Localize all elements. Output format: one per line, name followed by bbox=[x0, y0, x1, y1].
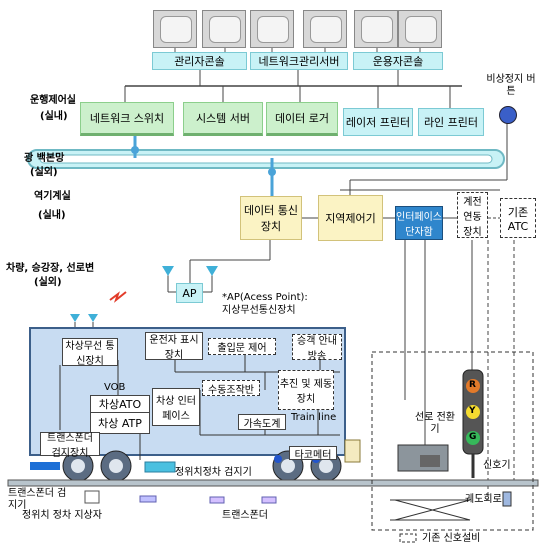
monitor-icon bbox=[153, 10, 197, 48]
system-server: 시스템 서버 bbox=[183, 102, 263, 136]
door-control: 출입문 제어 bbox=[208, 338, 276, 355]
train-line-label: Train line bbox=[291, 412, 337, 423]
manual-panel: 수동조작반 bbox=[202, 380, 260, 396]
interlocking-label: 계전 연동 장치 bbox=[463, 196, 482, 238]
data-comm-label: 데이터 통신장치 bbox=[243, 204, 299, 233]
system-server-label: 시스템 서버 bbox=[195, 112, 251, 125]
vob-label: VOB bbox=[104, 382, 126, 393]
onboard-ato-label: 차상ATO bbox=[98, 398, 142, 411]
access-point: AP bbox=[176, 283, 203, 303]
monitor-icon bbox=[398, 10, 442, 48]
signal-lamp-red: R bbox=[469, 380, 476, 390]
stop-wayside-label: 정위치 정차 지상자 bbox=[22, 510, 102, 521]
line-printer: 라인 프린터 bbox=[418, 108, 484, 136]
region-indoor-1: (실내) bbox=[40, 111, 68, 122]
onboard-radio-label: 차상무선 통신장치 bbox=[65, 341, 115, 367]
emergency-stop-button-icon bbox=[499, 106, 517, 124]
transponder-ground-label: 트랜스폰더 검지기 bbox=[8, 488, 67, 511]
stop-detector-label: 정위치정차 검지기 bbox=[175, 467, 252, 478]
monitor-icon bbox=[354, 10, 398, 48]
data-logger-label: 데이터 로거 bbox=[274, 112, 330, 125]
interface-terminal-label: 인터페이스 단자함 bbox=[396, 212, 442, 238]
passenger-info: 승객 안내방송 bbox=[292, 334, 342, 362]
network-manager-server: 네트워크관리서버 bbox=[250, 52, 348, 70]
region-fiber-backbone: 광 백본망 bbox=[24, 153, 65, 164]
onboard-atp: 차상 ATP bbox=[90, 412, 150, 434]
tachometer-label: 타코메터 bbox=[294, 449, 332, 461]
monitor-icon bbox=[303, 10, 347, 48]
laser-printer-label: 레이저 프린터 bbox=[345, 116, 411, 129]
network-manager-label: 네트워크관리서버 bbox=[258, 55, 340, 68]
region-outdoor-2: (실외) bbox=[34, 277, 62, 288]
line-printer-label: 라인 프린터 bbox=[423, 116, 479, 129]
passenger-info-label: 승객 안내방송 bbox=[297, 336, 337, 362]
transponder-detector: 트랜스폰더 검지장치 bbox=[40, 432, 100, 459]
onboard-atp-label: 차상 ATP bbox=[98, 417, 142, 430]
laser-printer: 레이저 프린터 bbox=[343, 108, 413, 136]
data-logger: 데이터 로거 bbox=[266, 102, 338, 136]
onboard-interface-label: 차상 인터 페이스 bbox=[156, 396, 196, 422]
manager-console: 관리자콘솔 bbox=[152, 52, 247, 70]
zone-controller: 지역제어기 bbox=[318, 195, 383, 241]
region-station-room: 역기계실 bbox=[34, 191, 71, 202]
existing-atc: 기존 ATC bbox=[500, 198, 536, 238]
tachometer: 타코메터 bbox=[289, 446, 337, 461]
accelerometer: 가속도계 bbox=[238, 414, 286, 430]
track-circuit-label: 궤도회로 bbox=[465, 494, 502, 505]
transponder-detector-label: 트랜스폰더 검지장치 bbox=[47, 433, 93, 459]
emergency-stop-label: 비상정지 버튼 bbox=[486, 74, 536, 97]
onboard-radio: 차상무선 통신장치 bbox=[62, 338, 118, 367]
point-machine-label: 선로 전환기 bbox=[415, 412, 455, 435]
transponder-label: 트랜스폰더 bbox=[222, 510, 268, 521]
manual-panel-label: 수동조작반 bbox=[208, 384, 254, 396]
interface-terminal: 인터페이스 단자함 bbox=[395, 206, 443, 240]
region-outdoor-1: (실외) bbox=[30, 167, 58, 178]
region-vehicle-area: 차량, 승강장, 선로변 bbox=[6, 263, 95, 274]
driver-display: 운전자 표시장치 bbox=[145, 332, 203, 361]
network-switch: 네트워크 스위치 bbox=[80, 102, 174, 136]
onboard-interface: 차상 인터 페이스 bbox=[152, 388, 200, 426]
monitor-icon bbox=[250, 10, 294, 48]
operator-console-label: 운용자콘솔 bbox=[372, 55, 424, 68]
data-comm-device: 데이터 통신장치 bbox=[240, 196, 302, 240]
signal-label: 신호기 bbox=[483, 460, 511, 471]
access-point-label: AP bbox=[182, 286, 197, 300]
ap-note-line2: 지상무선통신장치 bbox=[222, 305, 296, 316]
network-switch-label: 네트워크 스위치 bbox=[89, 112, 165, 125]
region-control-room: 운행제어실 bbox=[30, 95, 76, 106]
monitor-icon bbox=[202, 10, 246, 48]
propulsion-brake: 추진 및 제동 장치 bbox=[278, 370, 334, 410]
onboard-ato: 차상ATO bbox=[90, 395, 150, 413]
driver-display-label: 운전자 표시장치 bbox=[149, 335, 199, 361]
signal-lamp-yellow: Y bbox=[469, 406, 476, 416]
operator-console: 운용자콘솔 bbox=[353, 52, 443, 70]
legend-existing-label: 기존 신호설비 bbox=[422, 533, 481, 544]
interlocking-device: 계전 연동 장치 bbox=[457, 192, 488, 238]
zone-controller-label: 지역제어기 bbox=[325, 212, 376, 225]
accelerometer-label: 가속도계 bbox=[243, 418, 281, 430]
door-control-label: 출입문 제어 bbox=[217, 343, 267, 354]
propulsion-label: 추진 및 제동 장치 bbox=[279, 379, 333, 405]
region-indoor-2: (실내) bbox=[38, 210, 66, 221]
ap-note-line1: *AP(Acess Point): bbox=[222, 292, 308, 303]
existing-atc-label: 기존 ATC bbox=[507, 205, 529, 233]
manager-console-label: 관리자콘솔 bbox=[174, 55, 225, 68]
signal-lamp-green: G bbox=[469, 432, 477, 442]
